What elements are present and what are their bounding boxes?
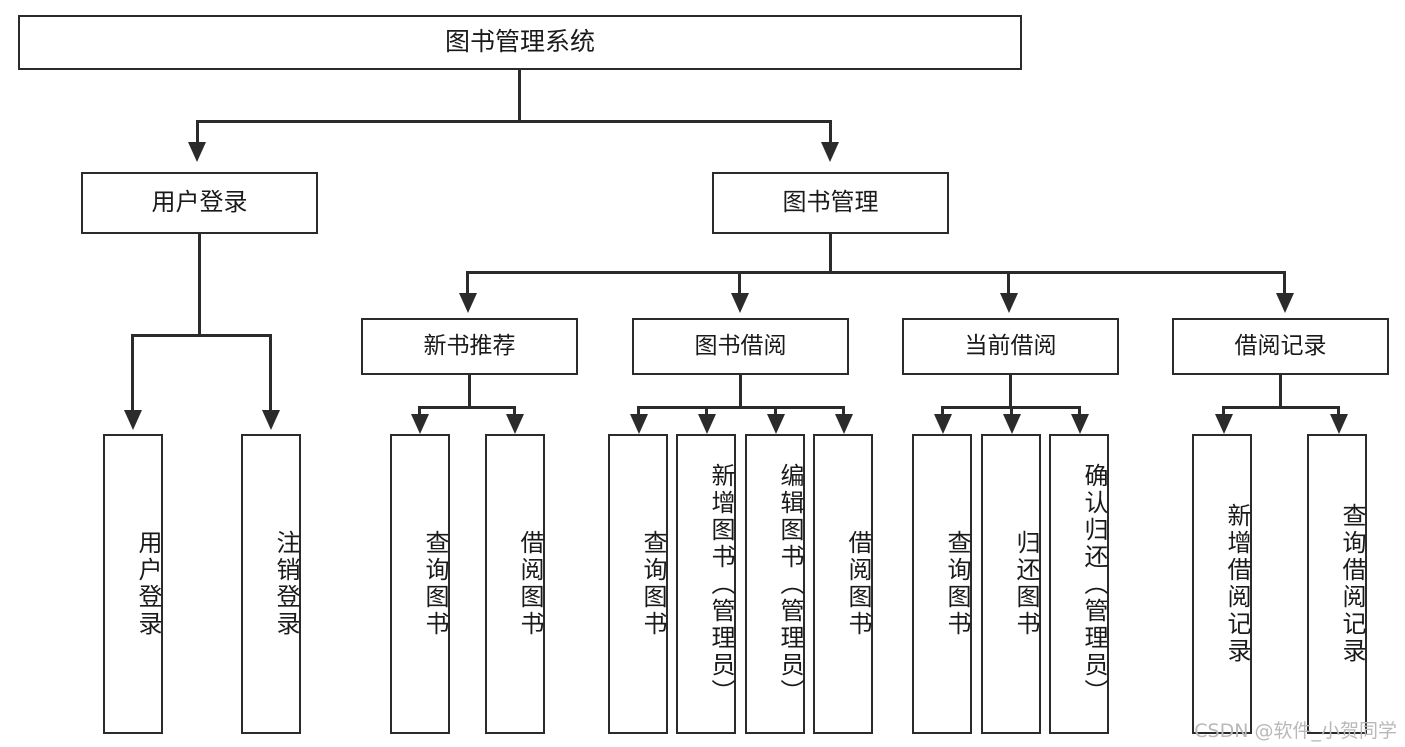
leaf-user-login[interactable]: 用户登录 — [103, 434, 163, 734]
leaf-current-borrow-query-book[interactable]: 查询图书 — [912, 434, 972, 734]
node-book-manage[interactable]: 图书管理 — [712, 172, 949, 234]
arrowhead-cb-leaf-3 — [1071, 414, 1089, 434]
leaf-book-borrow-borrow-book[interactable]: 借阅图书 — [813, 434, 873, 734]
arrowhead-br-leaf-1 — [1215, 414, 1233, 434]
arrowhead-bb-leaf-2 — [698, 414, 716, 434]
arrowhead-nb-leaf-1 — [411, 414, 429, 434]
leaf-new-book-borrow-book[interactable]: 借阅图书 — [485, 434, 545, 734]
connector-bm-drop-2 — [738, 271, 741, 295]
connector-bb-drop-4 — [842, 406, 845, 420]
node-book-borrow[interactable]: 图书借阅 — [632, 318, 849, 375]
connector-book-borrow-stem — [739, 375, 742, 409]
connector-borrow-record-stem — [1279, 375, 1282, 409]
connector-user-login-bus — [131, 334, 271, 337]
node-user-login[interactable]: 用户登录 — [81, 172, 318, 234]
connector-cb-drop-1 — [941, 406, 944, 420]
leaf-borrow-record-add-record[interactable]: 新增借阅记录 — [1192, 434, 1252, 734]
arrowhead-to-book-borrow — [731, 293, 749, 313]
connector-root-bus — [196, 120, 832, 123]
leaf-current-borrow-confirm-return-admin[interactable]: 确认归还（管理员） — [1049, 434, 1109, 734]
connector-user-login-stem — [198, 234, 201, 337]
leaf-book-borrow-add-book-admin[interactable]: 新增图书（管理员） — [676, 434, 736, 734]
connector-new-book-stem — [468, 375, 471, 409]
leaf-book-borrow-edit-book-admin[interactable]: 编辑图书（管理员） — [745, 434, 805, 734]
node-root-system[interactable]: 图书管理系统 — [18, 15, 1022, 70]
leaf-book-borrow-query-book[interactable]: 查询图书 — [608, 434, 668, 734]
connector-cb-drop-2 — [1010, 406, 1013, 420]
arrowhead-nb-leaf-2 — [506, 414, 524, 434]
arrowhead-bb-leaf-4 — [835, 414, 853, 434]
connector-user-login-drop-1 — [131, 334, 134, 412]
connector-bm-drop-1 — [466, 271, 469, 295]
arrowhead-bb-leaf-1 — [630, 414, 648, 434]
connector-br-drop-2 — [1337, 406, 1340, 420]
connector-bb-drop-1 — [637, 406, 640, 420]
arrowhead-to-new-book — [459, 293, 477, 313]
leaf-new-book-query-book[interactable]: 查询图书 — [390, 434, 450, 734]
connector-current-borrow-stem — [1009, 375, 1012, 409]
node-borrow-record[interactable]: 借阅记录 — [1172, 318, 1389, 375]
connector-nb-drop-2 — [513, 406, 516, 420]
connector-br-drop-1 — [1222, 406, 1225, 420]
arrowhead-bb-leaf-3 — [767, 414, 785, 434]
leaf-borrow-record-query-record[interactable]: 查询借阅记录 — [1307, 434, 1367, 734]
leaf-current-borrow-return-book[interactable]: 归还图书 — [981, 434, 1041, 734]
connector-bm-drop-4 — [1283, 271, 1286, 295]
connector-book-manage-stem — [829, 234, 832, 274]
node-current-borrow[interactable]: 当前借阅 — [902, 318, 1119, 375]
connector-user-login-drop-2 — [269, 334, 272, 412]
leaf-user-logout[interactable]: 注销登录 — [241, 434, 301, 734]
arrowhead-user-login-leaf-1 — [124, 410, 142, 430]
arrowhead-to-borrow-record — [1276, 293, 1294, 313]
arrowhead-user-login-leaf-2 — [262, 410, 280, 430]
connector-root-right-drop — [829, 120, 832, 144]
arrowhead-to-current-borrow — [1000, 293, 1018, 313]
connector-bb-drop-3 — [774, 406, 777, 420]
connector-bb-drop-2 — [705, 406, 708, 420]
connector-root-stem — [518, 70, 521, 122]
connector-borrow-record-bus — [1222, 406, 1337, 409]
arrowhead-cb-leaf-2 — [1003, 414, 1021, 434]
connector-root-left-drop — [196, 120, 199, 144]
node-new-book-recommend[interactable]: 新书推荐 — [361, 318, 578, 375]
arrowhead-to-book-manage — [821, 142, 839, 162]
arrowhead-to-user-login — [188, 142, 206, 162]
arrowhead-br-leaf-2 — [1330, 414, 1348, 434]
connector-book-manage-bus — [466, 271, 1286, 274]
connector-book-borrow-bus — [637, 406, 844, 409]
connector-nb-drop-1 — [418, 406, 421, 420]
arrowhead-cb-leaf-1 — [934, 414, 952, 434]
connector-new-book-bus — [418, 406, 516, 409]
connector-cb-drop-3 — [1078, 406, 1081, 420]
connector-bm-drop-3 — [1007, 271, 1010, 295]
